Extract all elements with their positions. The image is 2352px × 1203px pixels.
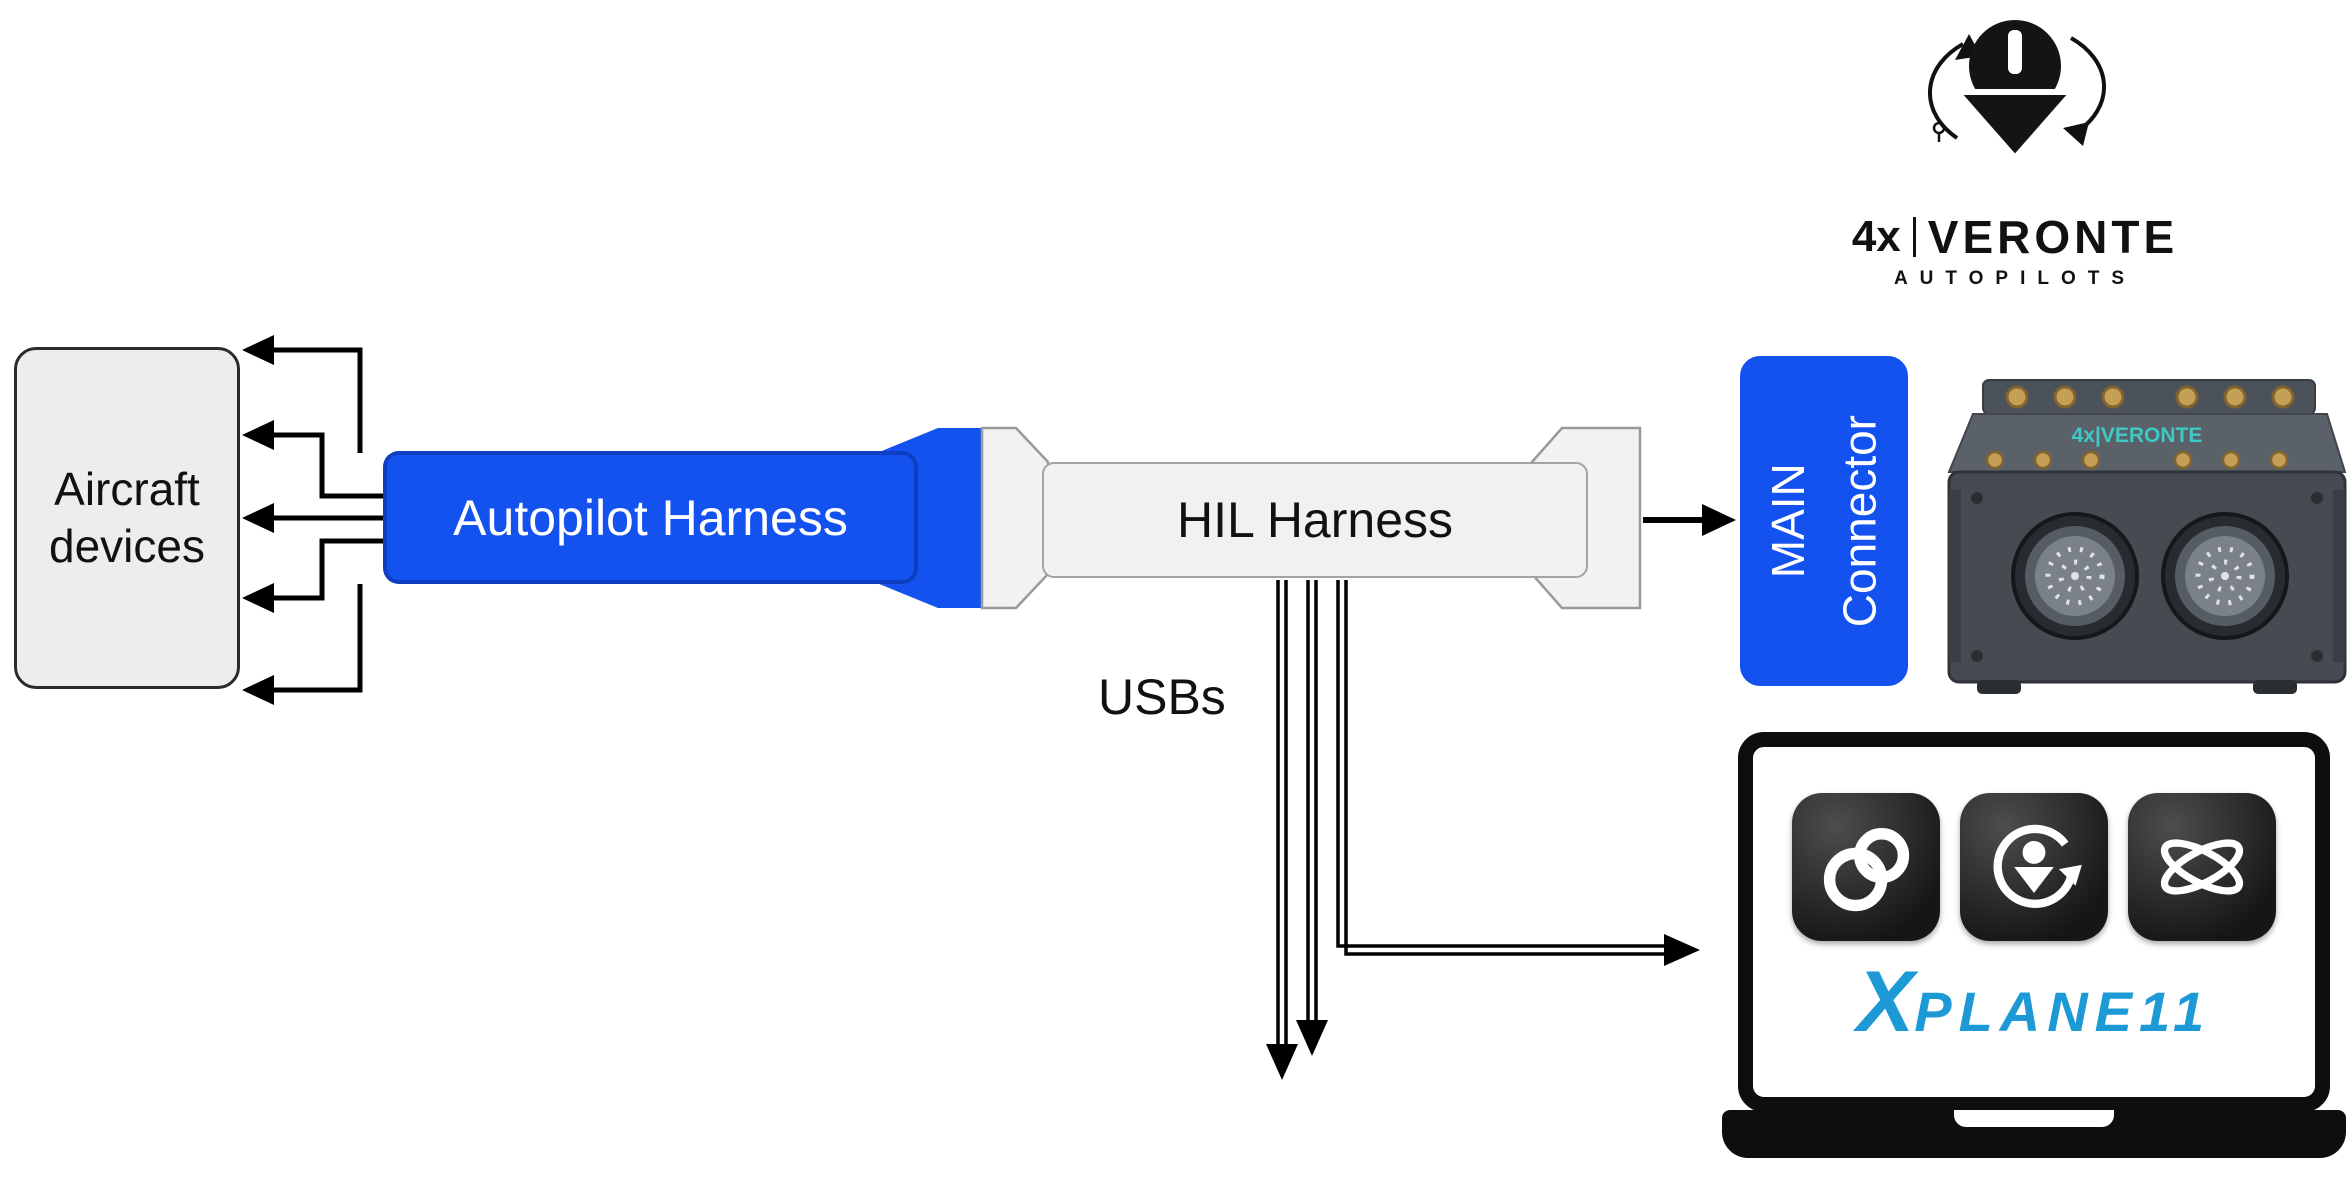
- veronte-logo-icon: [1928, 20, 2106, 163]
- laptop-notch: [1954, 1110, 2114, 1127]
- laptop-screen: X PLANE11: [1738, 732, 2330, 1112]
- usb-arrowheads: [1266, 934, 1700, 1080]
- veronte-logo-divider: [1912, 217, 1916, 257]
- xplane11-logo-x: X: [1856, 954, 1915, 1050]
- link-app-icon: [1792, 793, 1940, 941]
- orbit-app-icon: [2128, 793, 2276, 941]
- autopilot-hardware-image: 4x|VERONTE: [1925, 330, 2349, 710]
- veronte-logo-subtitle: AUTOPILOTS: [1893, 268, 2137, 289]
- veronte-logo-prefix: 4x: [1851, 212, 1901, 261]
- hardware-brand-label: 4x|VERONTE: [2072, 424, 2203, 447]
- main-connector-box: MAIN Connector: [1740, 356, 1908, 686]
- hil-harness-box: HIL Harness: [1042, 462, 1588, 578]
- veronte-logo-name: VERONTE: [1927, 211, 2179, 263]
- main-connector-label: MAIN Connector: [1761, 414, 1885, 628]
- circular-connector-right: [2161, 512, 2289, 640]
- circular-connector-left: [2011, 512, 2139, 640]
- autopilot-harness-label: Autopilot Harness: [453, 489, 848, 546]
- aircraft-devices-box: Aircraft devices: [14, 347, 240, 689]
- usb-label: USBs: [1098, 669, 1226, 725]
- usb-lines: [1276, 580, 1666, 1046]
- autopilot-harness-box: Autopilot Harness: [383, 451, 918, 584]
- device-arrowheads: [242, 335, 274, 705]
- app-icons-row: [1753, 793, 2315, 941]
- veronte-logo: 4x VERONTE AUTOPILOTS: [1843, 6, 2187, 290]
- aircraft-devices-label: Aircraft devices: [49, 462, 205, 573]
- hil-harness-label: HIL Harness: [1176, 492, 1454, 548]
- main-connector-arrow: [1643, 504, 1736, 536]
- veronte-ops-app-icon: [1960, 793, 2108, 941]
- veronte-logo-wordmark: 4x VERONTE: [1852, 210, 2178, 264]
- laptop-image: X PLANE11: [1722, 732, 2346, 1158]
- laptop-base: [1722, 1110, 2346, 1158]
- device-arrow-lines: [266, 347, 383, 693]
- xplane11-logo-rest: PLANE11: [1914, 980, 2212, 1043]
- xplane11-logo: X PLANE11: [1753, 953, 2315, 1052]
- autopilot-hardware-drawing: 4x|VERONTE: [1947, 379, 2347, 694]
